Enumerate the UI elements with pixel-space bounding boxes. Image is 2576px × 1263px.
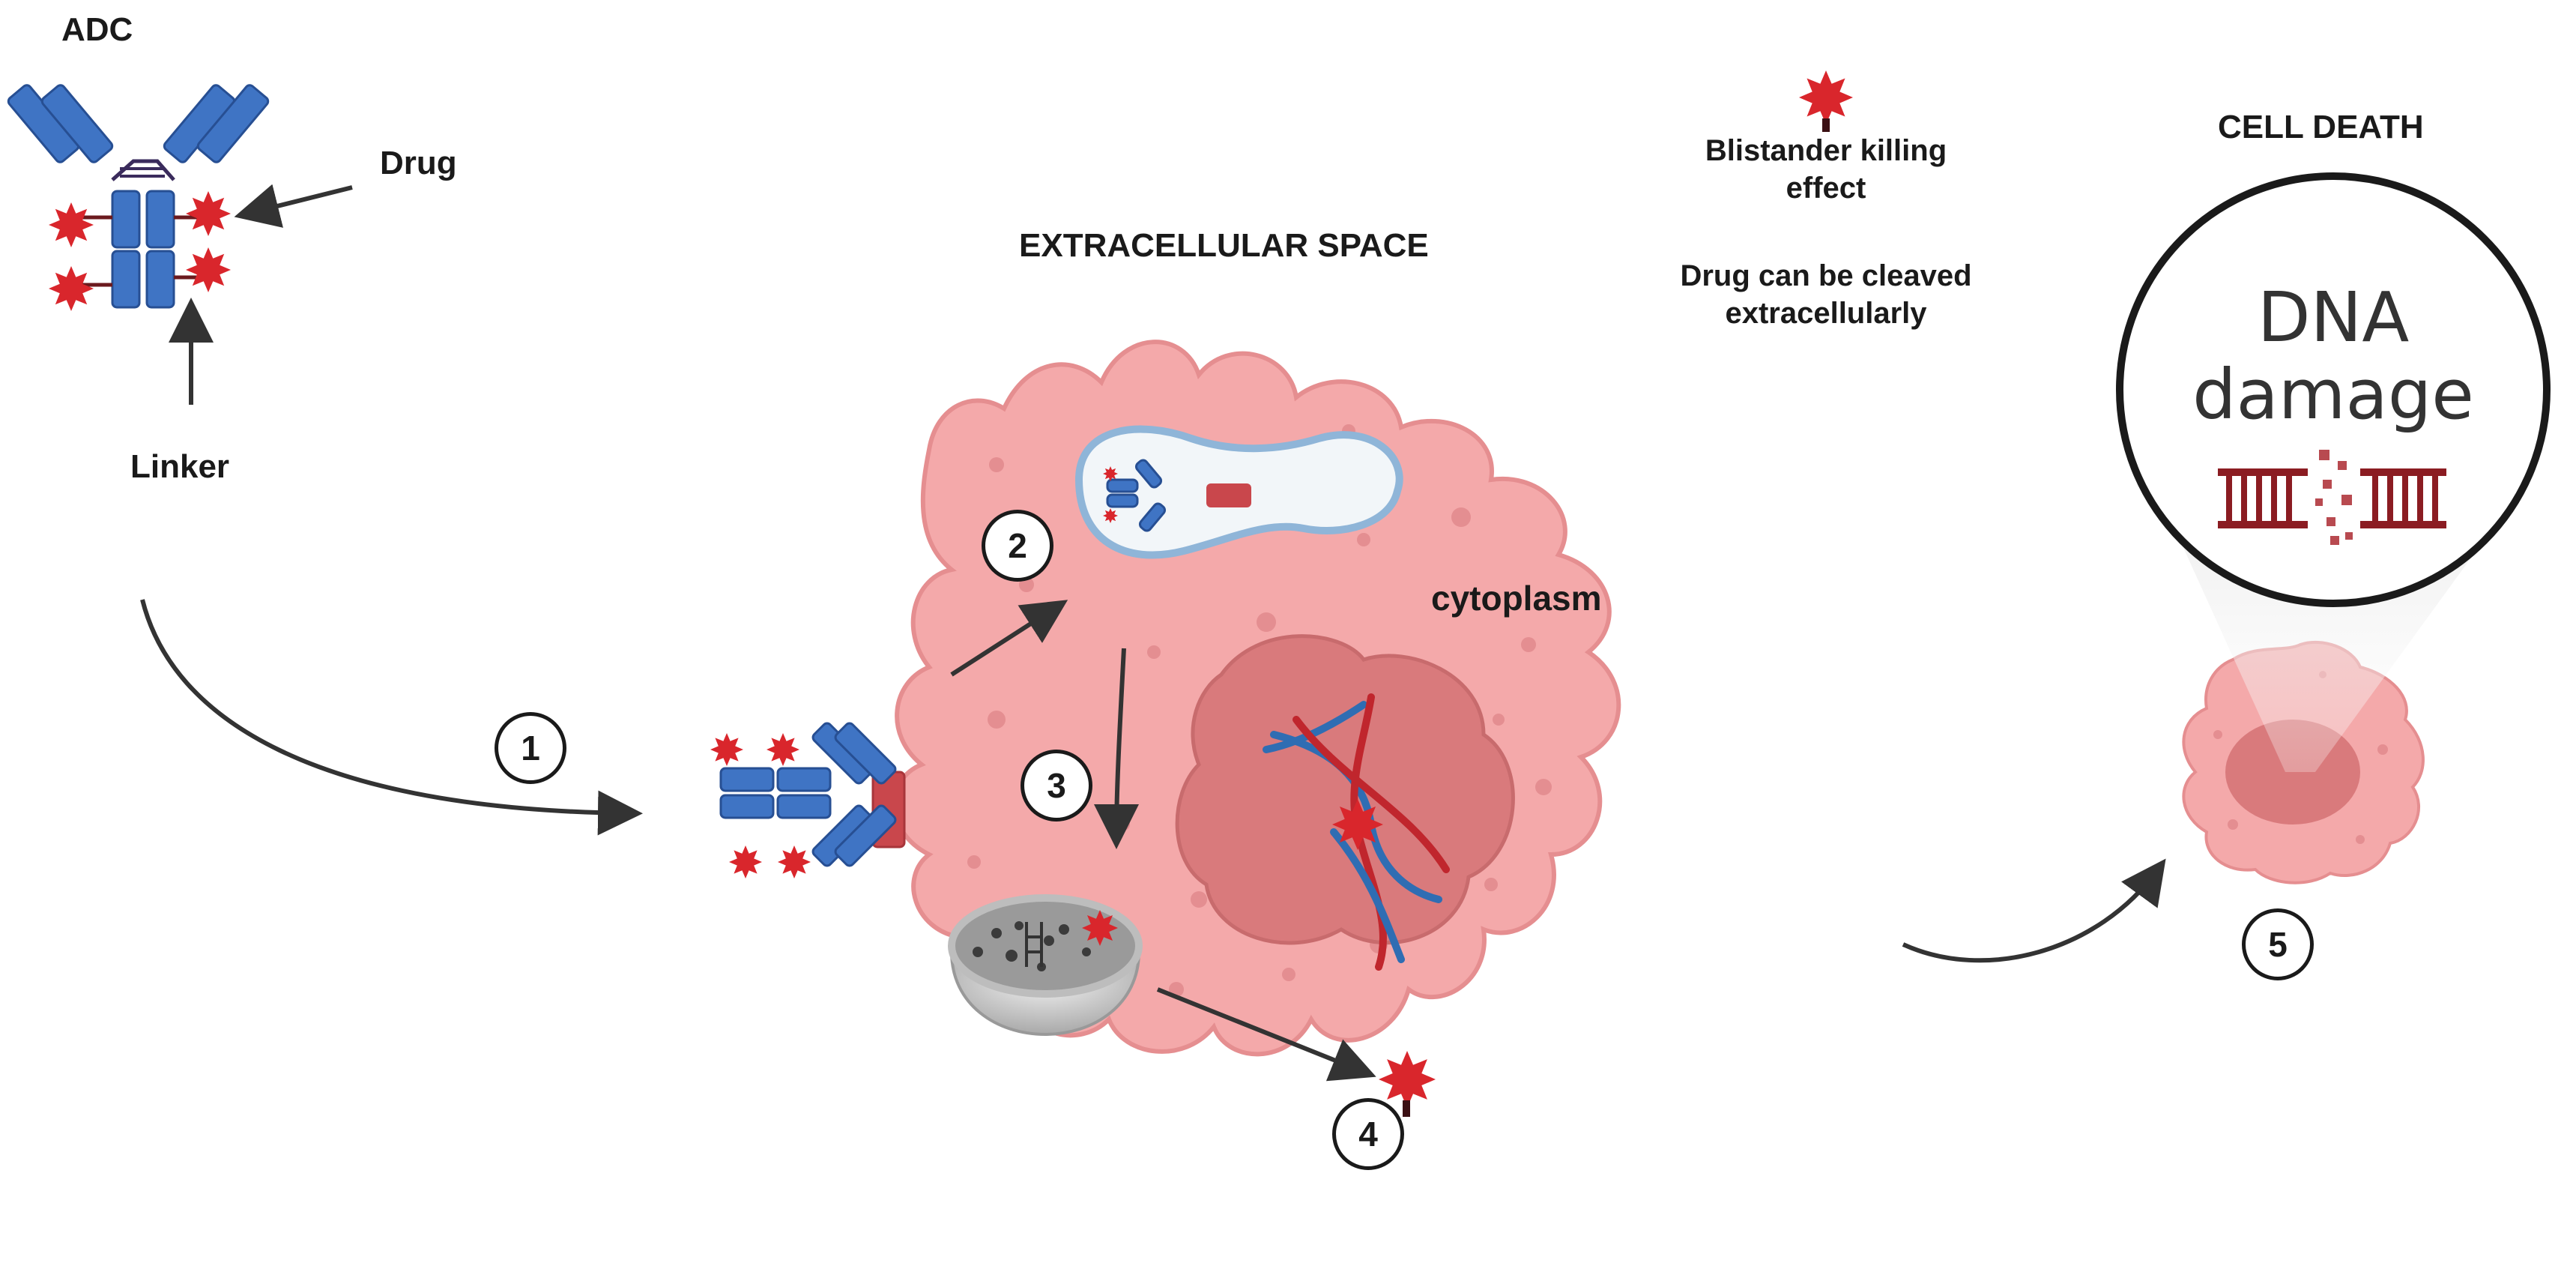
nucleus xyxy=(1175,634,1515,945)
payload-star-icon xyxy=(186,191,231,236)
arrow-icon xyxy=(950,600,1068,677)
payload-star-icon xyxy=(778,845,811,878)
legend-star-stem xyxy=(1822,118,1830,132)
dna-damage-line-1: DNA xyxy=(2257,277,2410,358)
dna-payload-icon xyxy=(1332,799,1383,850)
bystander-effect-label: Blistander killing effect xyxy=(1705,132,1947,207)
arrow-icon xyxy=(1156,987,1376,1082)
arrow-icon xyxy=(1094,648,1140,849)
dynamic-glyphs xyxy=(7,70,1853,1117)
payload-star-icon xyxy=(729,845,762,878)
arrow-icon xyxy=(234,184,353,228)
bound-antibody-icon xyxy=(719,722,897,867)
step-badge-1: 1 xyxy=(495,712,566,784)
extracellular-space-label: EXTRACELLULAR SPACE xyxy=(1019,227,1429,264)
step-badge-2: 2 xyxy=(982,510,1053,582)
step-badge-4: 4 xyxy=(1332,1098,1404,1170)
payload-stem xyxy=(1403,1100,1410,1117)
payload-star-icon xyxy=(1103,466,1118,481)
payload-star-icon xyxy=(1103,508,1118,523)
dna-damage-line-2: damage xyxy=(2192,355,2474,435)
payload-star-icon xyxy=(49,202,94,247)
step-badge-5: 5 xyxy=(2242,908,2314,980)
payload-star-icon xyxy=(186,247,231,292)
linker-label: Linker xyxy=(130,448,230,485)
step-badge-3: 3 xyxy=(1021,750,1092,822)
cleaved-line-2: extracellularly xyxy=(1725,297,1927,330)
arrow-icon xyxy=(140,599,643,836)
antibody-icon xyxy=(7,84,270,309)
legend-star-icon xyxy=(1799,70,1853,124)
arrow-icon xyxy=(1902,858,2166,963)
adc-label: ADC xyxy=(61,11,133,48)
bystander-line-1: Blistander killing xyxy=(1705,134,1947,167)
released-payload-icon xyxy=(1379,1051,1436,1108)
dna-damage-label: DNA damage xyxy=(2192,279,2474,433)
broken-dna-icon xyxy=(2218,450,2446,545)
cytoplasm-label: cytoplasm xyxy=(1431,579,1602,618)
bystander-line-2: effect xyxy=(1786,172,1866,205)
lysosome-payload-icon xyxy=(1082,910,1118,946)
cell-death-label: CELL DEATH xyxy=(2218,109,2424,145)
endosome-antibody-icon xyxy=(1106,459,1167,532)
cleaved-line-1: Drug can be cleaved xyxy=(1680,259,1972,292)
payload-star-icon xyxy=(767,733,799,766)
tumor-cell xyxy=(892,340,1621,1057)
payload-star-icon xyxy=(49,266,94,311)
cleaved-extracellularly-label: Drug can be cleaved extracellularly xyxy=(1680,257,1971,332)
payload-star-icon xyxy=(710,733,743,766)
endosome-icon xyxy=(1074,425,1403,559)
process-arrows xyxy=(140,184,2166,1082)
drug-label: Drug xyxy=(380,145,457,181)
